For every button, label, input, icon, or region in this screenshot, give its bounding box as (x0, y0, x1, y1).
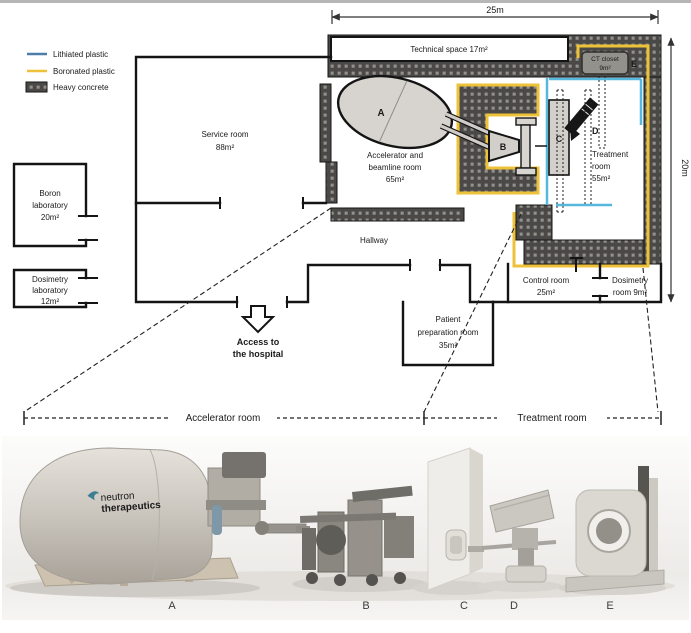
plan-table-rails (556, 76, 606, 213)
legend: Lithiated plastic Boronated plastic Heav… (25, 50, 115, 93)
control-room-label-2: 25m² (537, 288, 556, 297)
patient-prep-label-2: preparation room (418, 328, 479, 337)
section-treatment-label: Treatment room (517, 413, 586, 424)
plan-ct-closet: CT closet 9m² (581, 51, 629, 75)
dosimetry-lab-label-2: laboratory (32, 286, 68, 295)
accelerator-room-label-3: 65m² (386, 175, 405, 184)
equipment-render: neutron therapeutics (2, 436, 689, 620)
access-arrow-icon (240, 305, 276, 334)
brand-line-2: therapeutics (101, 500, 162, 515)
plan-marker-A: A (377, 108, 384, 119)
render-positioner-D (478, 489, 562, 592)
dosimetry-room-label-1: Dosimetry (612, 276, 648, 285)
patient-prep-label-3: 35m² (439, 341, 458, 350)
access-label-2: the hospital (233, 349, 284, 359)
section-scale: Accelerator room Treatment room (23, 410, 662, 425)
dosimetry-laboratory-box (12, 268, 98, 309)
boronated-lining-treatment (512, 44, 650, 268)
render-label-B: B (362, 600, 369, 612)
dimension-25m-label: 25m (486, 5, 504, 15)
boronated-lining-bracket (456, 83, 540, 195)
plan-marker-E: E (631, 59, 637, 69)
brand-line-1: neutron (100, 491, 135, 504)
patient-prep-label-1: Patient (436, 315, 462, 324)
dosimetry-lab-label-3: 12m² (41, 297, 60, 306)
lithiated-lining-treatment (545, 77, 643, 207)
dosimetry-room-label-2: room 9m² (613, 288, 648, 297)
render-label-E: E (606, 600, 613, 612)
concrete-left-strip-1 (319, 83, 332, 163)
legend-concrete-label: Heavy concrete (53, 83, 109, 92)
plan-beam-port-C (548, 99, 570, 176)
treatment-room-label-1: Treatment (592, 150, 629, 159)
concrete-maze-block (515, 204, 553, 241)
technical-space-label: Technical space 17m² (410, 45, 488, 54)
render-label-C: C (460, 600, 468, 612)
accelerator-room-label-2: beamline room (369, 163, 422, 172)
section-accelerator-label: Accelerator room (186, 413, 261, 424)
image-top-border (0, 0, 691, 3)
plan-marker-B: B (500, 142, 507, 152)
dosimetry-lab-label-1: Dosimetry (32, 275, 68, 284)
treatment-room-label-3: 55m² (592, 174, 611, 183)
render-gantry-E (558, 466, 666, 595)
projection-lines (23, 207, 659, 413)
boron-lab-label-1: Boron (39, 189, 60, 198)
boron-lab-label-3: 20m² (41, 213, 60, 222)
concrete-treatment-bottom-band (523, 239, 645, 265)
plan-accelerator-A (336, 74, 454, 150)
legend-concrete-swatch (25, 81, 48, 93)
control-room-label-1: Control room (523, 276, 570, 285)
accelerator-room-label-1: Accelerator and (367, 151, 423, 160)
legend-lithiated-label: Lithiated plastic (53, 50, 108, 59)
render-label-A: A (168, 600, 176, 612)
treatment-room-label-2: room (592, 162, 611, 171)
plan-beam-tubes (439, 111, 498, 151)
brand-bird-icon (87, 491, 100, 501)
render-wall-C (413, 447, 497, 595)
render-accelerator-A: neutron therapeutics (10, 447, 307, 597)
building-walls (134, 55, 663, 367)
concrete-accelerator-bottom (330, 207, 465, 222)
hallway-label: Hallway (360, 236, 388, 245)
service-room-label-1: Service room (201, 130, 248, 139)
render-label-D: D (510, 600, 518, 612)
ct-closet-label-2: 9m² (599, 65, 611, 72)
plan-marker-D: D (592, 126, 599, 136)
legend-boronated-label: Boronated plastic (53, 67, 115, 76)
dimension-20m-label: 20m (680, 159, 690, 177)
access-to-hospital: Access to the hospital (233, 305, 284, 359)
door-jamb-treatment-control (570, 257, 583, 272)
render-beamline-B (292, 485, 428, 592)
plan-marker-C: C (556, 134, 563, 144)
door-jamb-control-dosimetry (592, 277, 608, 297)
boron-lab-label-2: laboratory (32, 201, 68, 210)
brand-logo: neutron therapeutics (87, 491, 162, 515)
door-jamb-access (236, 296, 288, 308)
concrete-left-strip-2 (325, 161, 338, 204)
dimension-vertical: 20m (667, 37, 690, 303)
door-jamb-service (219, 197, 304, 209)
door-jamb-patient-prep (409, 259, 441, 271)
plan-beam-shaper-B (488, 117, 547, 176)
access-label-1: Access to (237, 337, 280, 347)
dimension-horizontal: 25m (331, 5, 659, 24)
service-room-label-2: 88m² (216, 143, 235, 152)
boron-laboratory-box (12, 162, 98, 248)
ct-closet-label-1: CT closet (591, 56, 619, 63)
technical-space-box (330, 36, 569, 62)
